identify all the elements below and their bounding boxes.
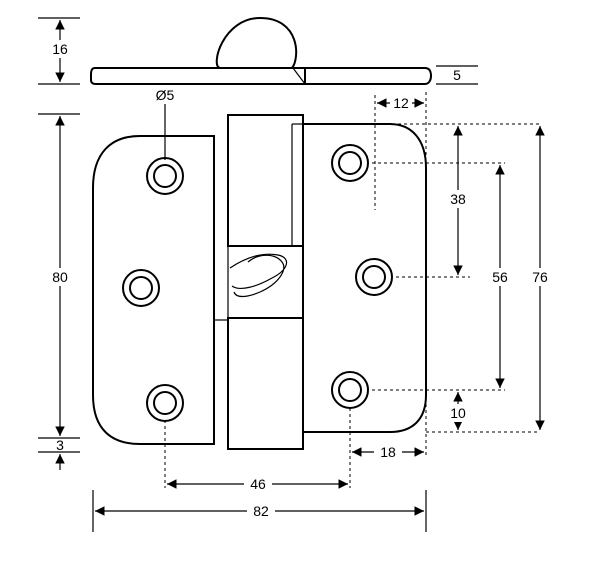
knuckle-lower xyxy=(227,317,304,450)
dim-label-82: 82 xyxy=(253,503,269,519)
dim-label-76: 76 xyxy=(532,269,548,285)
top-plate-left xyxy=(90,16,306,85)
dim-label-5: 5 xyxy=(453,67,461,83)
hole-left-bottom xyxy=(146,384,184,422)
hole-right-middle xyxy=(355,258,393,296)
hinge-top-view xyxy=(90,16,433,85)
dim-label-80: 80 xyxy=(52,269,68,285)
dim-label-56: 56 xyxy=(492,269,508,285)
hole-left-middle xyxy=(122,269,160,307)
dim-label-46: 46 xyxy=(250,476,266,492)
top-plate-seam xyxy=(292,67,306,85)
hole-left-top xyxy=(146,157,184,195)
spring-detail xyxy=(229,253,288,298)
extension-lines xyxy=(164,92,540,488)
top-plate-right xyxy=(304,67,433,85)
dim-label-3: 3 xyxy=(56,437,64,453)
dimension-labels: 16 5 Ø5 12 38 56 76 80 3 10 18 46 82 xyxy=(46,40,554,520)
dim-label-38: 38 xyxy=(450,191,466,207)
dim-label-12: 12 xyxy=(393,95,409,111)
dim-label-10: 10 xyxy=(450,405,466,421)
solid-extension-lines xyxy=(38,17,478,532)
dim-label-16: 16 xyxy=(52,41,68,57)
hole-right-bottom xyxy=(331,371,369,409)
dim-label-diameter: Ø5 xyxy=(156,87,175,103)
dim-label-18: 18 xyxy=(380,444,396,460)
hole-right-top xyxy=(331,144,369,182)
knuckle-upper xyxy=(227,114,304,247)
